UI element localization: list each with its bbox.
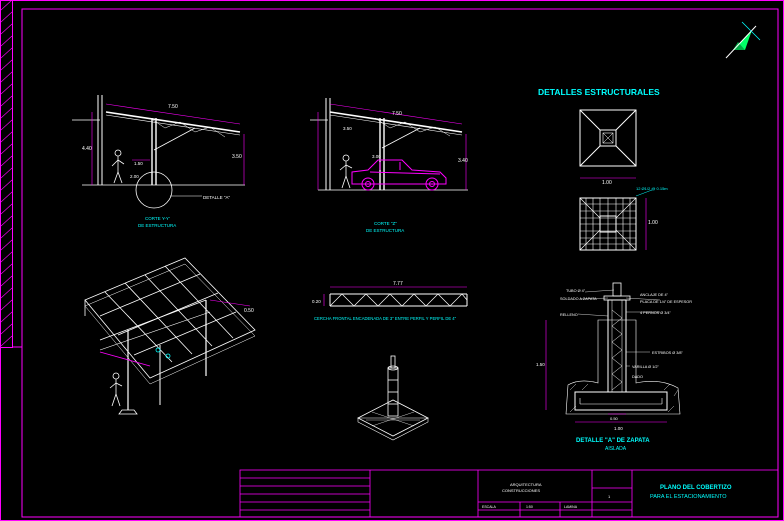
view1-dim-top: 7.50: [168, 104, 178, 110]
view2-caption-2: DE ESTRUCTURA: [366, 228, 404, 233]
section-view-1: [72, 95, 245, 209]
zapata-label-dado: DADO: [632, 375, 643, 379]
isometric-structure: [84, 257, 256, 415]
view1-detail-callout: DETALLE "A": [203, 195, 231, 200]
section-view-2: [310, 98, 468, 191]
column-footing-3d: [357, 355, 429, 441]
zapata-label-relleno: RELLENO: [560, 313, 578, 317]
zapata-label-varilla: VARILLA Ø 1/2": [632, 365, 659, 369]
view1-caption-1: CORTE Y-Y': [145, 216, 170, 221]
person-icon: [339, 154, 353, 189]
view1-dim-mid: 1.50: [134, 161, 143, 166]
title-sheet-value: 1: [608, 494, 611, 499]
view1-dim-right: 3.50: [232, 154, 242, 160]
title-sheet-label: LAMINA: [564, 505, 578, 509]
footing-plan: [579, 109, 637, 179]
front-truss: [323, 286, 468, 307]
title-office-2: CONSTRUCCIONES: [502, 488, 540, 493]
title-office-1: ARQUITECTURA: [510, 482, 542, 487]
view2-dim-mid: 3.00: [372, 154, 381, 159]
zapata-label-anclaje: ANCLAJE DE 4": [640, 293, 669, 297]
view2-caption-1: CORTE "Z": [374, 221, 397, 226]
footing-rebar-note: 12 Ø1/2 @ 0.15m: [636, 186, 668, 191]
zapata-title-1: DETALLE "A" DE ZAPATA: [576, 438, 650, 444]
north-arrow-icon: [725, 21, 761, 59]
car-icon: [351, 159, 447, 191]
title-scale-value: 1:50: [526, 505, 533, 509]
zapata-label-placa: PLACA DE 1/4" DE ESPESOR: [640, 300, 692, 304]
zapata-label-tubo: TUBO Ø 4": [566, 289, 586, 293]
view2-dim-right: 3.40: [458, 158, 468, 164]
view2-dim-left: 3.50: [343, 126, 352, 131]
title-block: [239, 469, 779, 518]
zapata-label-soldado: SOLDADO A ZAPATA: [560, 297, 597, 301]
zapata-dim-width: 0.50: [610, 416, 619, 421]
person-icon: [111, 149, 125, 184]
zapata-dim-height: 1.50: [536, 362, 545, 367]
truss-height: 0.20: [312, 299, 321, 304]
zapata-title-2: AISLADA: [605, 446, 627, 452]
left-strip-hatch: [0, 0, 13, 347]
footing-plan-dim: 1.00: [602, 180, 612, 186]
view2-dim-top: 7.50: [392, 111, 402, 117]
truss-length: 7.77: [393, 281, 403, 287]
view1-dim-left: 4.40: [82, 146, 92, 152]
footing-rebar-grid: [579, 189, 653, 251]
zapata-section: [545, 282, 681, 423]
zapata-dim-base: 1.00: [614, 426, 623, 431]
view1-caption-2: DE ESTRUCTURA: [138, 223, 176, 228]
zapata-label-estribos: ESTRIBOS Ø 3/8": [652, 351, 684, 355]
details-heading: DETALLES ESTRUCTURALES: [538, 87, 660, 97]
zapata-label-pernos: 4 PERNOS Ø 3/4": [640, 311, 672, 315]
title-project-1: PLANO DEL COBERTIZO: [660, 485, 732, 491]
view1-dim-low: 2.00: [130, 174, 139, 179]
title-project-2: PARA EL ESTACIONAMIENTO: [650, 494, 727, 500]
iso-dim: 0.50: [244, 308, 254, 314]
detail-circle: [135, 171, 173, 209]
person-icon: [109, 372, 123, 407]
title-scale-label: ESCALA: [482, 505, 496, 509]
truss-caption: CERCHA FRONTAL ENCADENADA DE 3" ENTRE PE…: [314, 316, 457, 321]
footing-rebar-dim: 1.00: [648, 220, 658, 226]
